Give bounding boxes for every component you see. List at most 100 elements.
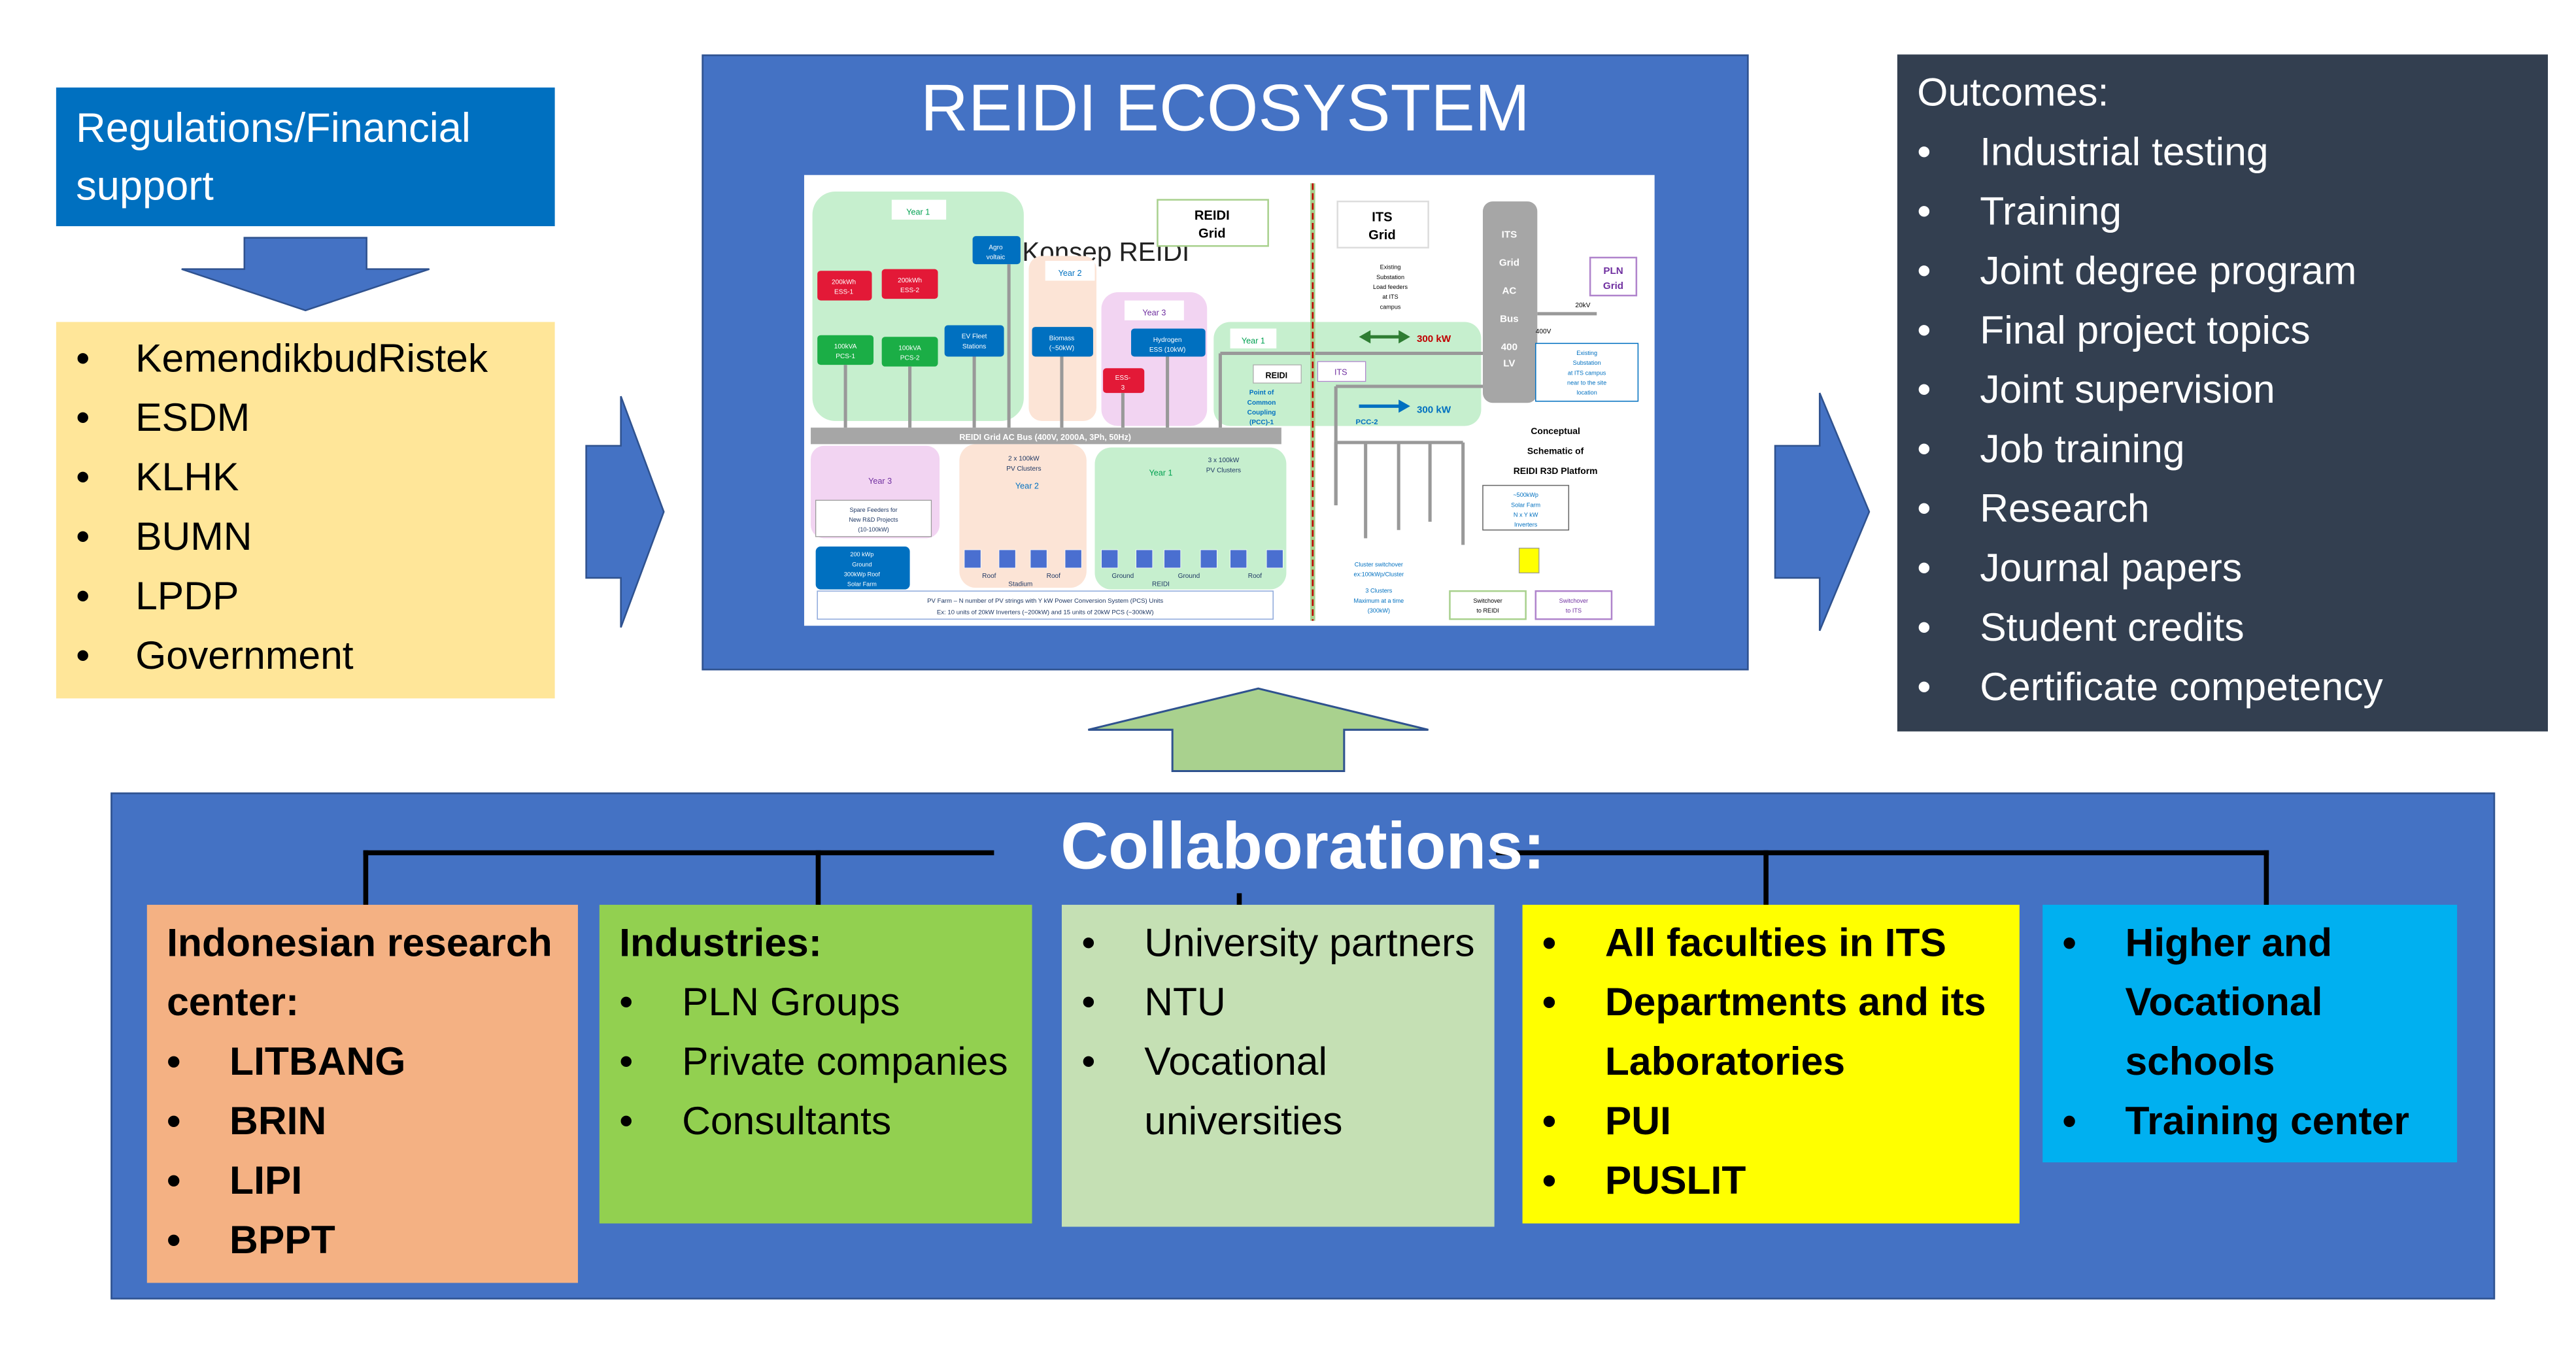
spare-label: Spare Feeders for [849, 507, 897, 513]
solar-farm-label: 200 kWp [850, 551, 873, 558]
list-item: Industrial testing [1917, 124, 2548, 183]
pv2-label: PV Clusters [1006, 465, 1041, 473]
outcomes-box: Outcomes: Industrial testing Training Jo… [1897, 54, 2549, 732]
ess1-label: 200kWh [832, 278, 856, 286]
ess3-label: ESS- [1115, 375, 1131, 382]
pln-grid-label: Grid [1603, 280, 1623, 292]
list-item: Government [56, 628, 555, 687]
ess3-label: 3 [1121, 384, 1125, 392]
list-item: Journal papers [1917, 540, 2548, 599]
universities-box: University partners NTU Vocational unive… [1061, 905, 1495, 1227]
list-item: Departments and its Laboratories [1542, 974, 2003, 1093]
list-item: KemendikbudRistek [56, 330, 555, 390]
pcc1-label: Coupling [1247, 409, 1276, 416]
ecosystem-title: REIDI ECOSYSTEM [921, 73, 1530, 146]
its-grid-label: ITS [1372, 210, 1392, 224]
schools-box: Higher and Vocational schools Training c… [2042, 905, 2458, 1163]
year-label: Year 1 [1242, 336, 1265, 345]
list-item: Private companies [619, 1034, 1015, 1093]
substation2-label: at ITS campus [1568, 369, 1606, 376]
its-label: ITS [1334, 367, 1347, 377]
switch-its-label: to ITS [1566, 607, 1582, 614]
year-label: Year 1 [906, 207, 930, 216]
spare-label: (10-100kW) [858, 526, 889, 533]
tree-drop [363, 850, 369, 907]
tree-drop [815, 850, 821, 907]
down-arrow [181, 237, 430, 312]
its-bus-label: 400 [1501, 341, 1517, 352]
pcs1-label: 100kVA [834, 343, 857, 350]
substation-label: campus [1380, 303, 1401, 310]
right-arrow-right [1774, 392, 1871, 632]
list-item: Consultants [619, 1093, 1015, 1153]
cluster-switch-label: Cluster switchover [1355, 561, 1403, 567]
government-list-box: KemendikbudRistek ESDM KLHK BUMN LPDP Go… [56, 322, 555, 699]
list-item: Certificate competency [1917, 659, 2548, 718]
switch-its-label: Switchover [1559, 598, 1588, 604]
list-item: PUSLIT [1542, 1153, 2003, 1212]
list-item: LPDP [56, 568, 555, 628]
list-item: Training center [2062, 1093, 2440, 1153]
reidi-grid-label: Grid [1198, 227, 1226, 241]
ess2-label: 200kWh [898, 277, 922, 284]
cluster-switch-label: ex:100kWp/Cluster [1354, 571, 1404, 577]
its-bus-label: LV [1503, 358, 1515, 369]
its-bus-label: AC [1502, 286, 1516, 297]
pv3-label: 3 x 100kW [1208, 457, 1240, 464]
reidi-label: REIDI [1152, 581, 1170, 588]
ground-label: Ground [1178, 573, 1200, 580]
list-item: BPPT [167, 1212, 562, 1272]
solar-farm-label: 300kWp Roof [844, 571, 880, 577]
tree-drop [2263, 850, 2269, 907]
list-item: Research [1917, 480, 2548, 540]
clusters3-label: 3 Clusters [1365, 588, 1392, 594]
substation-label: Load feeders [1373, 284, 1408, 290]
pcc1-label: (PCC)-1 [1249, 419, 1274, 426]
year-label: Year 3 [868, 477, 892, 486]
reidi-grid-label: REIDI [1195, 209, 1230, 223]
tree-drop [1763, 850, 1769, 907]
collaborations-box: Collaborations: Indonesian research cent… [110, 792, 2496, 1300]
list-item: Higher and Vocational schools [2062, 915, 2440, 1093]
voltage-label: 20kV [1575, 302, 1590, 309]
pcc1-label: Common [1247, 399, 1276, 407]
its-bus-label: ITS [1502, 229, 1517, 241]
schematic-image: Konsep REIDI Year 1 Year 2 Year 3 Year 1… [804, 175, 1655, 626]
research-center-box: Indonesian research center: LITBANG BRIN… [146, 905, 578, 1283]
year-label: Year 1 [1149, 468, 1172, 477]
list-item: Vocational universities [1081, 1034, 1478, 1153]
clusters3-label: (300kW) [1368, 607, 1390, 614]
solar500-label: Solar Farm [1511, 501, 1540, 508]
agro-label: Agro [989, 244, 1003, 251]
title-backdrop [994, 811, 1497, 894]
solar-farm-label: Solar Farm [847, 581, 877, 588]
schematic-svg: Konsep REIDI Year 1 Year 2 Year 3 Year 1… [811, 183, 1639, 621]
substation2-label: Existing [1576, 350, 1597, 356]
stadium-label: Stadium [1008, 581, 1032, 588]
biomass-label: (~50kW) [1049, 345, 1074, 352]
list-item: PUI [1542, 1093, 2003, 1153]
list-item: LITBANG [167, 1034, 562, 1093]
ecosystem-box: REIDI ECOSYSTEM Konsep REIDI Year 1 Year… [702, 54, 1749, 671]
year-label: Year 2 [1059, 269, 1082, 278]
power-label: 300 kW [1417, 404, 1451, 415]
list-item: Final project topics [1917, 302, 2548, 362]
solar500-label: ~500kWp [1513, 492, 1538, 498]
pv2-label: 2 x 100kW [1008, 456, 1040, 463]
up-arrow [1088, 687, 1429, 772]
note-label: Ex: 10 units of 20kW Inverters (~200kW) … [937, 609, 1154, 616]
pcc1-label: REIDI [1265, 371, 1287, 380]
pcs2-label: PCS-2 [900, 355, 920, 362]
spare-label: New R&D Projects [849, 516, 898, 523]
year2-pv-region [959, 444, 1087, 588]
switch-reidi-label: Switchover [1473, 598, 1502, 604]
outcomes-title: Outcomes: [1917, 71, 2109, 116]
solar-farm-label: Ground [852, 561, 872, 567]
note-label: PV Farm – N number of PV strings with Y … [927, 598, 1163, 605]
list-item: PLN Groups [619, 974, 1015, 1034]
conceptual-label: Schematic of [1527, 446, 1584, 456]
roof-label: Roof [1047, 573, 1061, 580]
list-item: Student credits [1917, 599, 2548, 659]
solar500-label: N x Y kW [1514, 512, 1538, 518]
